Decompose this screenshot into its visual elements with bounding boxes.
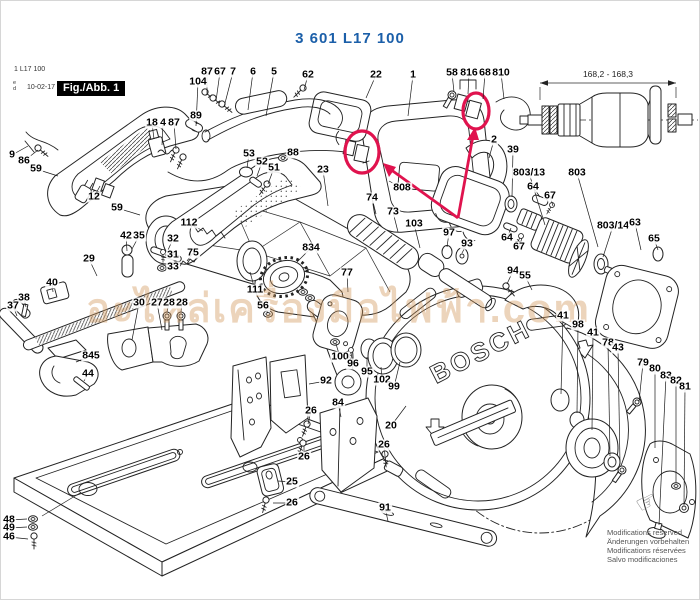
spring-small (179, 256, 198, 267)
blade-guard: BOSCH (365, 278, 591, 511)
note-line: Modifications reserved (607, 528, 683, 537)
dimension-label: 168,2 - 168,3 (583, 69, 633, 79)
modification-notes: Modifications reserved Änderungen vorbeh… (607, 528, 689, 564)
doc-revision-marks: e d (13, 80, 17, 92)
arrow-cutout-icon (575, 339, 594, 359)
bearing-flange (594, 264, 679, 349)
fence-vise-parts (0, 281, 209, 397)
page-title: 3 601 L17 100 (295, 30, 405, 47)
switch (147, 128, 167, 158)
note-line: Änderungen vorbehalten (607, 537, 690, 546)
wire-loop (495, 96, 531, 131)
link-arm (309, 487, 498, 547)
power-cord (24, 131, 59, 153)
figure-label: Fig./Abb. 1 (57, 81, 126, 96)
note-line: Modifications réservées (607, 546, 686, 555)
blade-flange-parts (550, 388, 697, 539)
red-annotation (343, 91, 491, 220)
armature-assembly (501, 194, 679, 349)
doc-reference: 1 L17 100 (14, 66, 46, 73)
note-line: Salvo modificaciones (607, 555, 678, 564)
doc-date: 10-02-17 (27, 84, 56, 91)
wire-harness (167, 150, 346, 182)
spring (193, 225, 226, 239)
armature-dimension-drawing: 168,2 - 168,3 (519, 69, 698, 148)
spindle-rod-spring (347, 214, 496, 312)
mounting-plates (230, 354, 390, 514)
